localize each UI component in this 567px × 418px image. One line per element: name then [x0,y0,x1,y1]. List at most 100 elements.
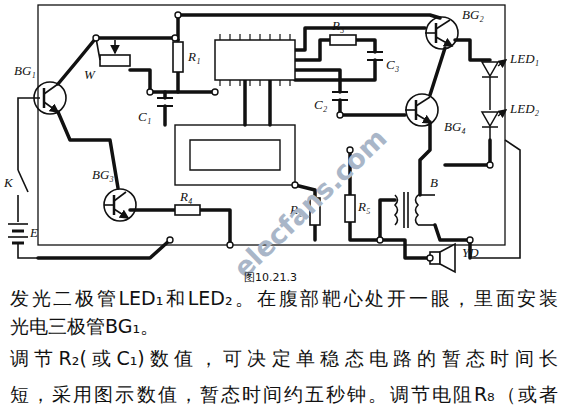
transistor-symbol [114,209,128,218]
transistor-symbol [416,114,431,123]
body-text: 调节R₂(或C₁)数值，可决定单稳态电路的暂态时间长 [10,348,558,369]
traces [58,38,178,84]
led-label: LED₂ [510,102,539,116]
capacitor-symbol [332,91,348,93]
transistor-symbol [426,17,458,49]
led-label: LED₁ [510,52,539,66]
led-symbol [498,110,506,116]
external-wires [17,195,19,222]
solder-pads [467,237,473,243]
transistor-symbol [104,204,114,206]
battery-symbol [8,224,28,243]
solder-pads [172,35,178,41]
board-outline [38,5,505,245]
body-text: 光电三极管BG₁。 [10,316,159,337]
potentiometer-symbol [114,40,116,53]
transistor-symbol [416,97,430,106]
inner-frame [175,125,295,185]
external-wires [470,140,520,258]
ic-pins [259,34,260,40]
capacitor-symbol [157,97,173,99]
transistor-symbol [104,189,136,221]
capacitor-label: C₁ [138,110,151,124]
ic-pins [229,80,230,86]
traces [163,92,167,125]
transformer-symbol [418,194,435,196]
battery-symbol [12,230,24,233]
led-symbol [482,112,498,126]
ic-pins [269,80,270,86]
ic-pins [289,80,290,86]
solder-pads [337,112,343,118]
led-symbol [498,60,506,66]
led-symbol [482,60,506,140]
ic-pins [239,80,240,86]
ic-pins [239,34,240,40]
traces [380,200,430,258]
transformer-symbol [395,195,398,225]
solder-pads [167,237,173,243]
solder-pads [175,12,181,18]
ic-pins [249,80,250,86]
ic-pins [220,34,290,86]
transformer-symbol [416,195,419,225]
potentiometer-symbol [100,55,130,66]
transformer-symbol [395,192,435,228]
body-text: 发光二极管LED₁和LED₂。在腹部靶心处开一眼，里面安装 [10,288,558,309]
external-wires [18,98,40,170]
capacitor-label: C₃ [386,58,399,72]
solder-pads [147,89,153,95]
solder-pads [487,162,493,168]
traces [295,40,375,80]
solder-pads [292,182,298,188]
led-symbol [482,62,498,76]
resistor-label: R₅ [358,200,370,214]
ic-pins [279,80,280,86]
ic-pins [269,34,270,40]
transformer-symbol [403,192,405,228]
transformer-symbol [418,224,435,226]
transistor-symbol [436,37,452,46]
resistor-label: R₄ [180,190,192,204]
traces [445,140,490,165]
led-symbol [489,127,491,140]
solder-pads [377,237,383,243]
transistor-symbol [406,94,438,126]
resistor-symbol [345,195,355,222]
transistor-symbol [34,82,66,114]
transistor-symbol [43,88,46,108]
ic-pins [289,34,290,40]
transistor-label: BG₃ [92,168,114,182]
ic-pins [219,80,220,86]
traces [178,15,440,18]
resistor-symbol [330,35,356,45]
traces [178,72,215,92]
traces [130,70,178,92]
ic-pins [249,34,250,40]
speaker-symbol [430,244,455,272]
traces [58,112,118,188]
potentiometer-label: W [84,68,95,82]
traces [200,210,230,245]
transistor-label: BG₂ [462,8,484,22]
traces [38,240,170,258]
capacitor-symbol [367,59,383,61]
transistor-symbol [425,32,436,34]
resistor-label: R₃ [332,19,344,33]
traces [420,122,430,195]
resistor-symbol [173,42,183,72]
transistor-symbol [405,109,416,111]
body-text: 短，采用图示数值，暂态时间约五秒钟。调节电阻R₈（或者 [10,384,558,405]
battery-label: E [30,226,38,240]
transistor-symbol [114,192,126,201]
transistor-symbol [44,84,58,94]
traces [295,70,405,115]
resistor-symbol [175,205,200,215]
figure-caption: 图10.21.3 [244,272,297,284]
traces [130,208,175,212]
switch-label: K [4,176,13,190]
transistor-symbol [436,20,450,29]
ic-pins [259,80,260,86]
ic-pins [229,34,230,40]
